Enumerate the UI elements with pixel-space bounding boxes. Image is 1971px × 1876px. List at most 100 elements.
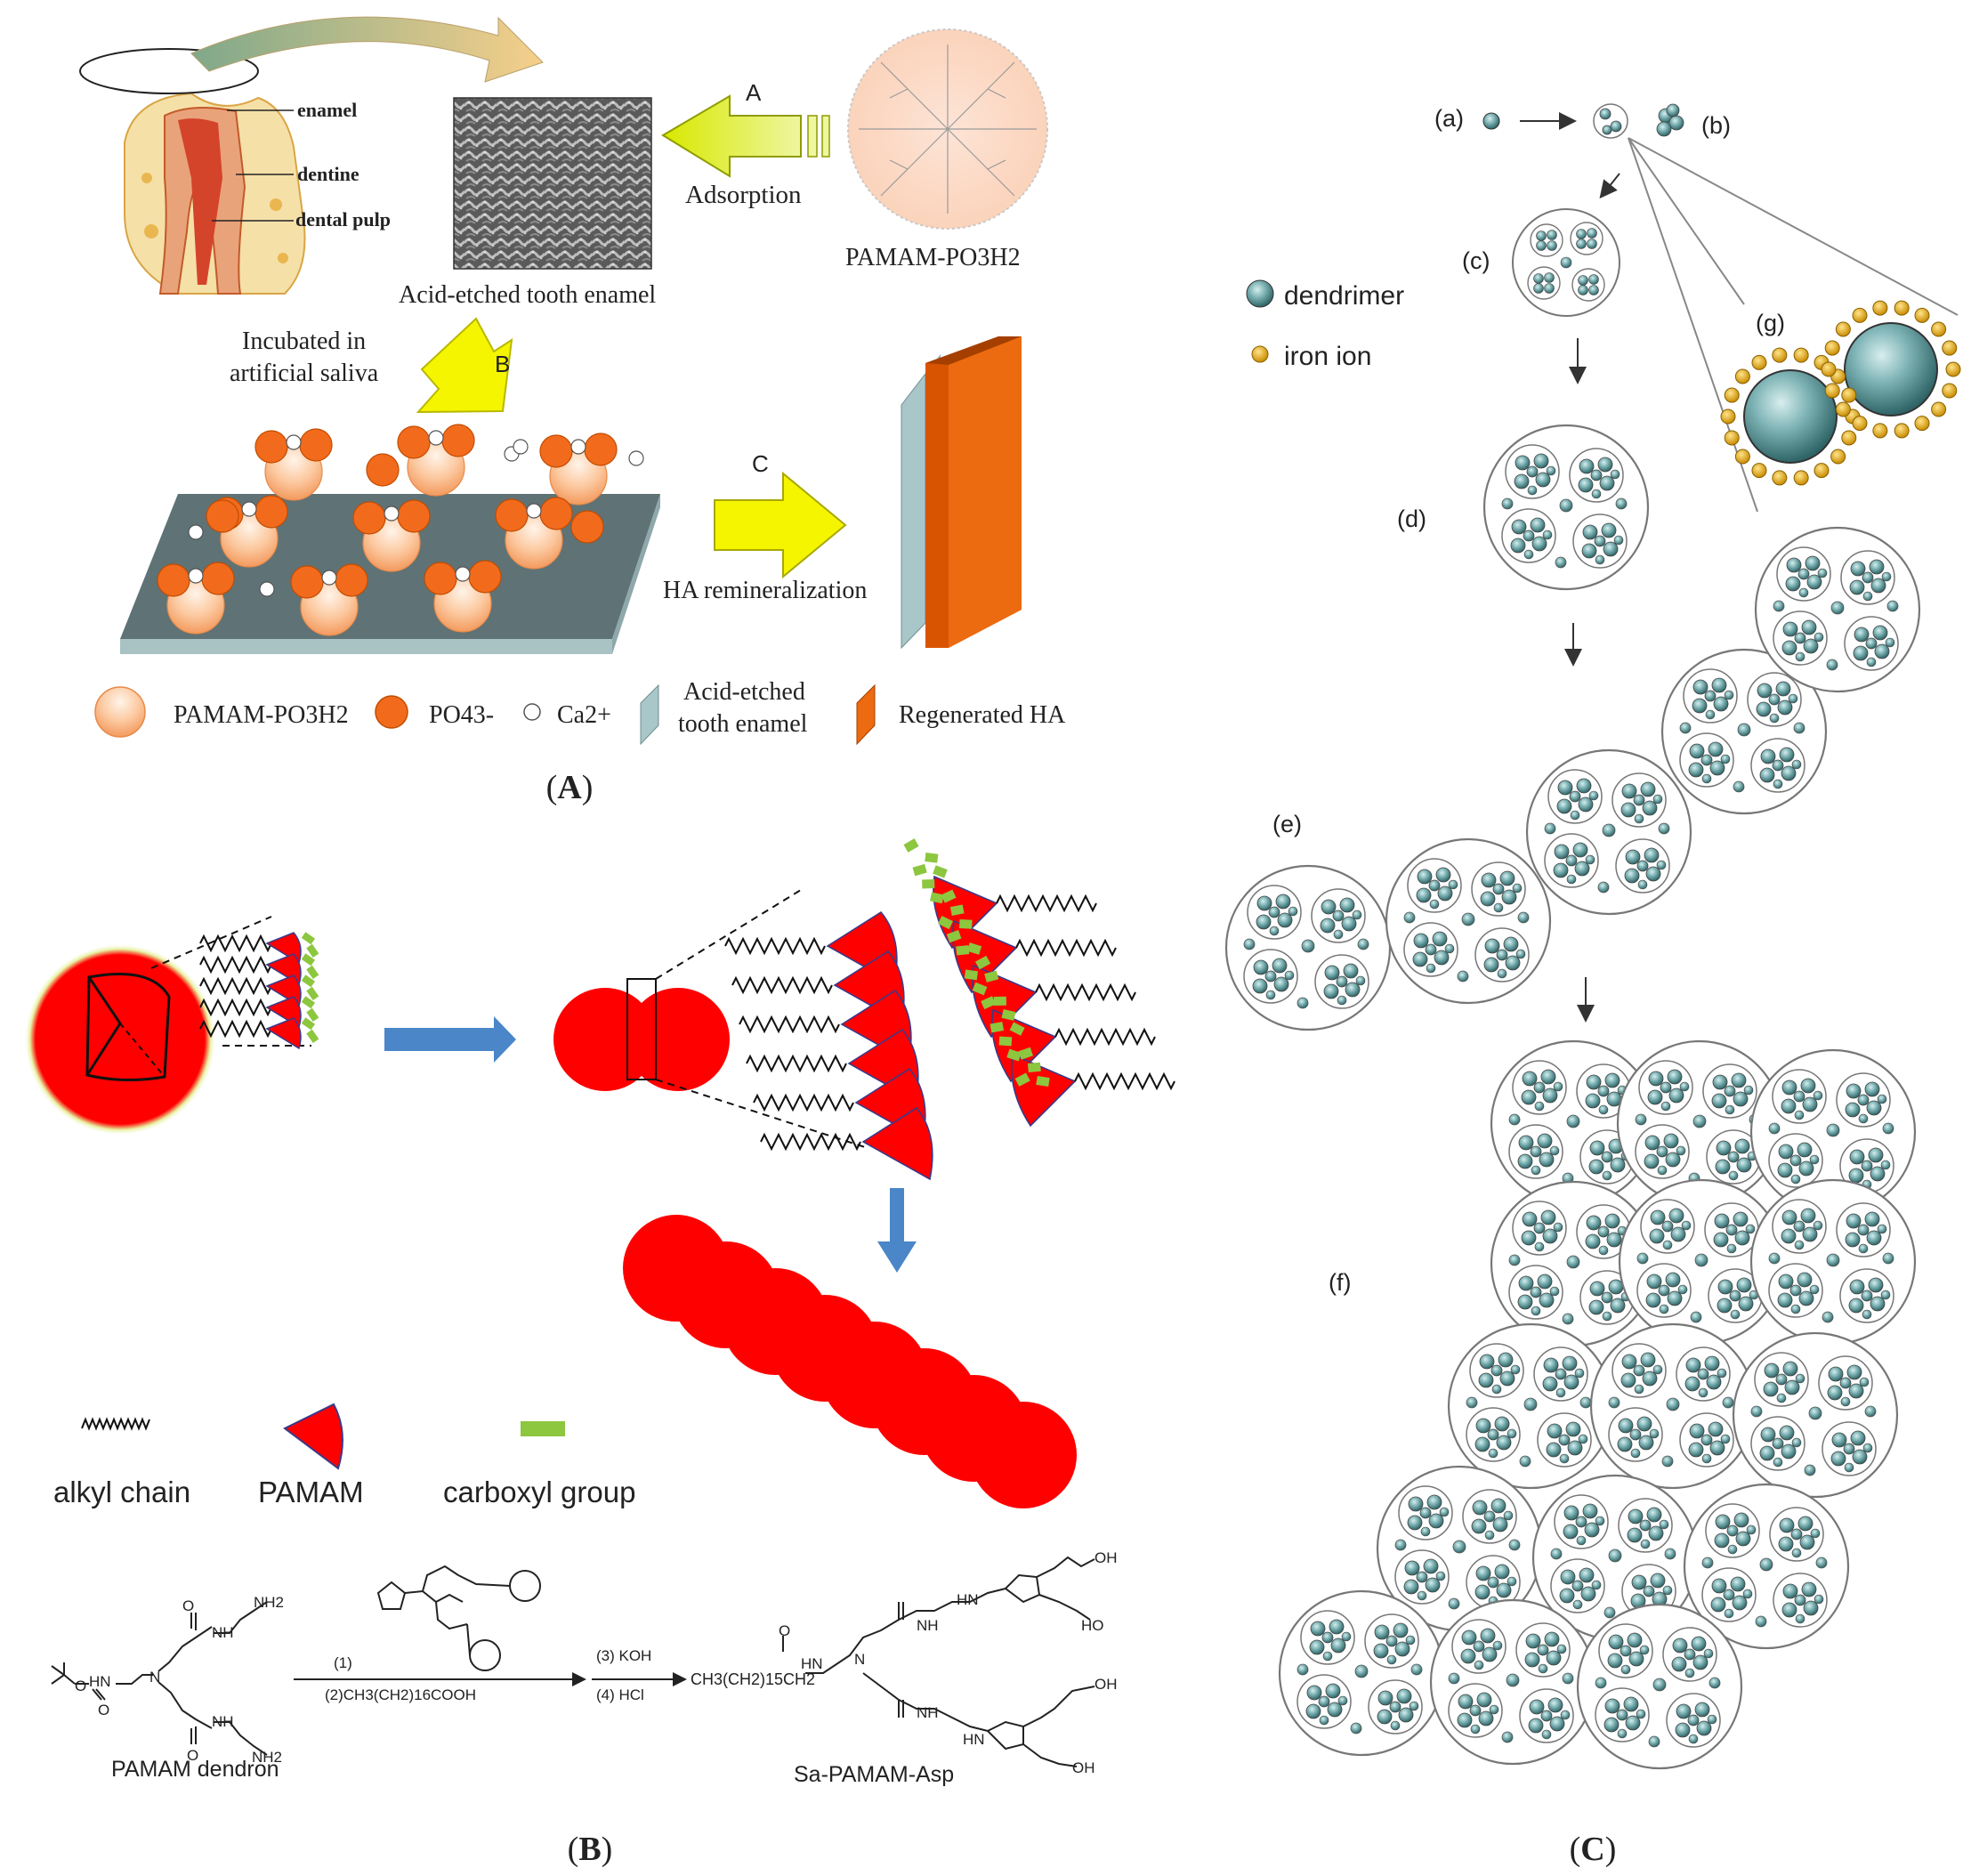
legend-pamam: PAMAM xyxy=(258,1476,364,1508)
chem-nh2-bottom: NH2 xyxy=(252,1749,282,1766)
iron-ion xyxy=(1830,449,1846,465)
carboxyl-group xyxy=(975,955,991,970)
carboxyl-group xyxy=(930,892,944,904)
iron-ion xyxy=(1734,368,1750,384)
carboxyl-group xyxy=(966,942,982,955)
iron-ion xyxy=(1724,387,1740,403)
calcium-ion xyxy=(570,439,586,455)
label-step-b: B xyxy=(495,351,510,377)
iron-ion xyxy=(1824,383,1840,399)
chem-hn-1: HN xyxy=(957,1591,979,1608)
label-f: (f) xyxy=(1329,1269,1351,1296)
alkyl-chain xyxy=(996,894,1097,913)
iron-ion xyxy=(1772,347,1788,363)
calcium-ion xyxy=(188,524,204,540)
calcium-ion xyxy=(428,430,444,446)
label-b: (b) xyxy=(1701,112,1731,139)
iron-ion xyxy=(1824,340,1840,356)
iron-ion xyxy=(1942,383,1958,399)
label-step-c: C xyxy=(752,450,769,477)
tooth-illustration xyxy=(79,48,306,295)
carboxyl-group xyxy=(301,996,316,1009)
calcium-ion xyxy=(513,439,529,455)
panel-b: alkyl chain PAMAM carboxyl group xyxy=(24,838,1175,1868)
alkyl-chain xyxy=(746,1054,847,1073)
calcium-ion xyxy=(321,570,337,586)
legend-pamam-po3h2: PAMAM-PO3H2 xyxy=(174,701,349,729)
phosphate-ion xyxy=(157,563,190,597)
carboxyl-group xyxy=(990,1022,1005,1033)
carboxyl-group xyxy=(964,969,979,981)
iron-ion xyxy=(1772,470,1788,486)
iron-ion xyxy=(1835,401,1851,417)
label-enamel: enamel xyxy=(297,99,357,121)
chem-o-top: O xyxy=(182,1597,194,1614)
aggregate-c xyxy=(1512,208,1620,317)
alkyl-chain xyxy=(1015,938,1117,958)
aggregate-sphere xyxy=(1751,1180,1915,1344)
carboxyl-group xyxy=(1001,1009,1016,1021)
label-step-a: A xyxy=(746,79,762,106)
iron-ion xyxy=(1793,347,1809,363)
legend-ha-swatch xyxy=(856,683,876,746)
carboxyl-group xyxy=(1009,1022,1025,1036)
legend-alkyl-swatch xyxy=(81,1417,150,1431)
carboxyl-group xyxy=(933,865,948,878)
phosphate-ion xyxy=(441,424,475,457)
interface-pamam-wedges xyxy=(724,838,1175,1181)
iron-ion xyxy=(1914,307,1930,323)
scheme-product-name: Sa-PAMAM-Asp xyxy=(794,1762,954,1787)
surface-pamam-wedges xyxy=(199,932,319,1050)
legend-po4-swatch xyxy=(375,695,408,729)
phosphate-ion xyxy=(397,499,431,533)
iron-ion xyxy=(1872,423,1888,439)
alkyl-chain xyxy=(731,975,833,995)
legend-iron-swatch xyxy=(1251,345,1269,363)
calcium-ion xyxy=(188,568,204,584)
chain-e xyxy=(1226,528,1919,1030)
label-ha-remineralization: HA remineralization xyxy=(663,577,867,604)
panel-c: (a) (b) (c) dendrimer xyxy=(1226,103,1961,1868)
iron-ion xyxy=(1821,361,1837,377)
aggregate-sphere xyxy=(1578,1605,1741,1768)
legend-dendrimer-swatch xyxy=(1246,279,1274,308)
alkyl-chain xyxy=(1074,1071,1175,1091)
iron-ion xyxy=(1894,423,1910,439)
chem-nh-bottom: NH xyxy=(212,1713,234,1730)
iron-ion xyxy=(1872,300,1888,316)
phosphate-ion xyxy=(299,428,333,462)
legend-alkyl-chain: alkyl chain xyxy=(53,1476,190,1508)
carboxyl-group xyxy=(998,1036,1013,1047)
chem-nh2-top: NH2 xyxy=(254,1594,284,1611)
iron-ion xyxy=(1751,463,1767,479)
carboxyl-group xyxy=(984,970,999,982)
single-dendrimer xyxy=(1482,112,1500,130)
arrow-b-icon xyxy=(416,317,513,414)
iron-ion xyxy=(1734,449,1750,465)
caption-a: (A) xyxy=(546,769,594,806)
legend-enamel-1: Acid-etched xyxy=(683,678,805,706)
chem-nh-1: NH xyxy=(917,1617,939,1634)
phosphate-ion xyxy=(495,498,529,532)
alkyl-chain xyxy=(760,1132,861,1152)
legend-dendrimer: dendrimer xyxy=(1284,281,1404,311)
blue-arrow-right-icon xyxy=(384,1016,516,1063)
carboxyl-group xyxy=(1014,1072,1030,1087)
label-acid-etched-enamel: Acid-etched tooth enamel xyxy=(399,281,656,309)
scheme-alkyl-group: CH3(CH2)15CH2 xyxy=(691,1670,815,1688)
carboxyl-group xyxy=(1006,1048,1022,1062)
carboxyl-group xyxy=(306,965,319,980)
carboxyl-group xyxy=(956,945,970,956)
iron-ion xyxy=(1841,387,1857,403)
iron-ion xyxy=(1751,354,1767,370)
label-pamam-po3h2: PAMAM-PO3H2 xyxy=(845,244,1021,271)
aggregate-sphere xyxy=(1591,1324,1755,1488)
label-dentine: dentine xyxy=(297,163,359,185)
blue-arrow-down-icon xyxy=(877,1188,917,1273)
legend-enamel-swatch xyxy=(640,683,659,746)
carboxyl-group xyxy=(925,852,939,863)
carboxyl-group xyxy=(946,930,962,943)
carboxyl-group xyxy=(912,863,927,877)
alkyl-chain xyxy=(199,976,272,996)
alkyl-chain xyxy=(724,936,826,956)
